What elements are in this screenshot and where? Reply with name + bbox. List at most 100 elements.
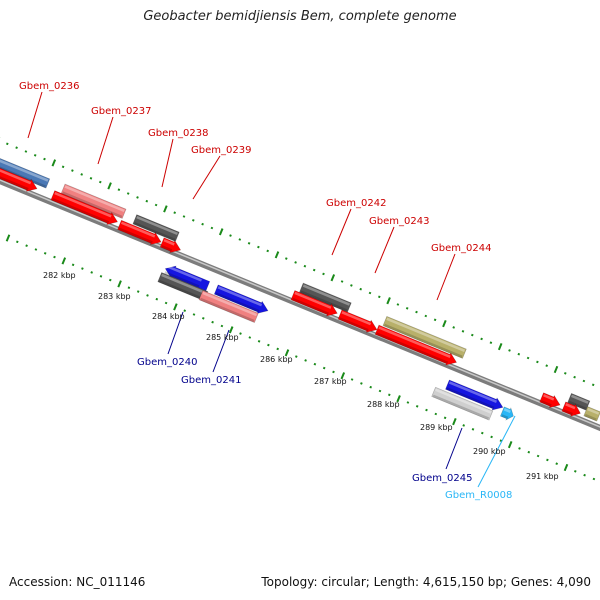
minor-tick: [517, 352, 521, 356]
gene-gbem-0236-box-shape: [0, 153, 51, 189]
gene-label-gbem-0238[interactable]: Gbem_0238: [148, 128, 208, 139]
position-labels: 282 kbp 283 kbp 284 kbp 285 kbp 286 kbp …: [43, 271, 559, 481]
minor-tick: [322, 366, 326, 370]
minor-tick: [592, 477, 596, 481]
gene-gbem-0244-box-shine: [386, 317, 466, 352]
gene-box-shape: [583, 406, 600, 422]
minor-tick: [5, 142, 9, 146]
minor-tick: [433, 318, 437, 322]
gene-box: [157, 272, 209, 302]
gene-gbem-0237-box: [60, 183, 127, 219]
gene-box-shine: [435, 388, 492, 414]
minor-tick: [322, 272, 325, 276]
cds-arrow-shade: [0, 169, 29, 191]
gene-label-gbem-0241[interactable]: Gbem_0241: [181, 375, 241, 386]
position-label: 285 kbp: [206, 333, 239, 342]
minor-tick: [396, 303, 400, 306]
minor-tick: [425, 408, 428, 412]
cds-arrow: [0, 161, 38, 192]
minor-tick: [238, 238, 242, 241]
cds-arrow-shine: [0, 163, 32, 185]
gene-gbem-0240-arrow-shine: [166, 265, 202, 282]
gene-box-shade: [584, 413, 597, 421]
minor-tick: [489, 341, 493, 345]
minor-tick: [257, 339, 261, 343]
topology-text: Topology: circular; Length: 4,615,150 bp…: [261, 575, 591, 589]
position-label: 289 kbp: [420, 423, 453, 432]
leader-gbem-0236: [27, 91, 43, 139]
minor-tick: [164, 301, 168, 305]
major-tick: [497, 342, 503, 351]
minor-tick: [480, 431, 484, 435]
minor-tick: [545, 364, 549, 368]
gene-gbem-0242-box: [299, 282, 352, 313]
gene-label-gbem-0245[interactable]: Gbem_0245: [412, 473, 472, 484]
minor-tick: [424, 314, 428, 318]
minor-tick: [359, 287, 363, 291]
minor-tick: [80, 173, 84, 176]
major-tick: [284, 349, 290, 357]
gene-gbem-0237-box-shine: [64, 185, 125, 213]
gene-label-gbem-0244[interactable]: Gbem_0244: [431, 243, 491, 254]
minor-tick: [108, 278, 112, 282]
gene-label-gbem-0240[interactable]: Gbem_0240: [137, 357, 197, 368]
minor-tick: [368, 291, 372, 295]
minor-tick: [81, 267, 84, 270]
minor-tick: [145, 199, 149, 203]
minor-tick: [518, 447, 521, 450]
major-tick: [330, 274, 336, 282]
gene-label-gbem-0237[interactable]: Gbem_0237: [91, 106, 151, 117]
minor-tick: [294, 355, 298, 358]
minor-tick: [239, 332, 242, 335]
gene-label-gbem-r0008[interactable]: Gbem_R0008: [445, 490, 512, 501]
leader-gbem-0241: [212, 329, 230, 373]
major-tick: [386, 297, 391, 305]
minor-tick: [508, 349, 511, 352]
minor-tick: [480, 337, 483, 341]
gene-label-gbem-0243[interactable]: Gbem_0243: [369, 216, 429, 227]
major-tick: [340, 372, 346, 380]
gene-box-shape: [567, 392, 591, 411]
gene-box-shade: [199, 297, 255, 323]
tick-track-top: [0, 136, 595, 387]
minor-tick: [490, 435, 493, 439]
cds-arrow-shade: [376, 332, 449, 364]
minor-tick: [248, 336, 252, 339]
minor-tick: [98, 180, 102, 184]
minor-tick: [582, 379, 586, 383]
minor-tick: [126, 192, 130, 195]
position-label: 291 kbp: [526, 472, 559, 481]
gene-label-gbem-0239[interactable]: Gbem_0239: [191, 145, 251, 156]
gene-gbem-0242-box-shade: [300, 290, 348, 312]
minor-tick: [284, 257, 288, 260]
major-tick: [51, 159, 57, 167]
gene-gbem-0238-box-shade: [133, 221, 176, 242]
minor-tick: [387, 393, 391, 397]
gene-gbem-0242-box-shine: [302, 284, 350, 306]
gene-label-gbem-0242[interactable]: Gbem_0242: [326, 198, 386, 209]
minor-tick: [573, 375, 576, 379]
leader-gbem-0245: [445, 427, 463, 470]
minor-tick: [15, 240, 19, 244]
minor-tick: [99, 274, 103, 278]
minor-tick: [406, 401, 410, 404]
gene-box-shade: [158, 279, 205, 301]
minor-tick: [526, 356, 530, 360]
minor-tick: [546, 458, 549, 462]
gene-gbem-0241-arrow: [213, 284, 269, 314]
cds-arrow-shape: [50, 190, 119, 225]
major-tick: [442, 319, 447, 328]
leader-gbem-0244: [436, 253, 456, 301]
gene-gbem-0245-arrow: [445, 379, 504, 411]
gene-box: [431, 386, 494, 421]
major-tick: [553, 365, 559, 374]
position-label: 286 kbp: [260, 355, 293, 364]
cds-arrow-shade: [540, 400, 552, 407]
gene-label-gbem-0236[interactable]: Gbem_0236: [19, 81, 79, 92]
minor-tick: [350, 284, 353, 287]
minor-tick: [377, 295, 381, 299]
minor-tick: [61, 165, 65, 169]
gene-gbem-0236-box-shine: [0, 155, 49, 182]
